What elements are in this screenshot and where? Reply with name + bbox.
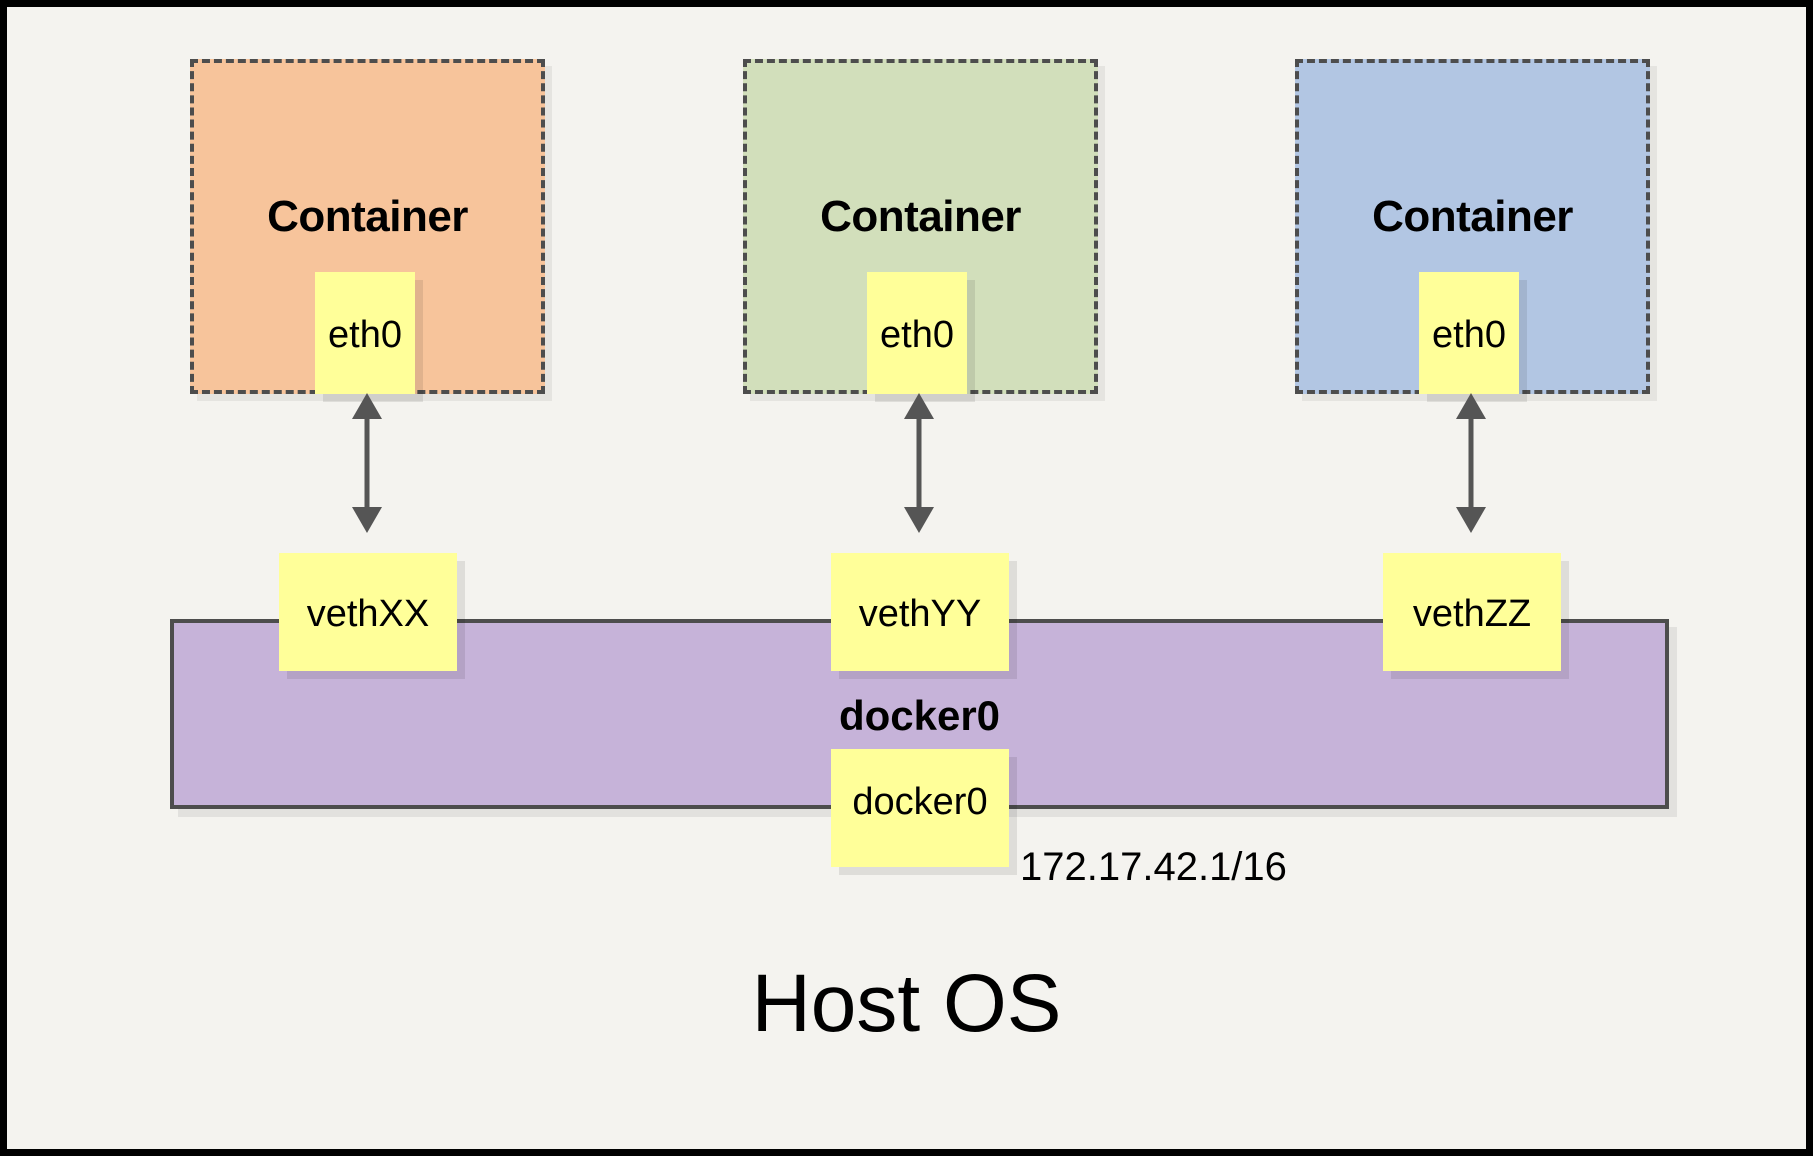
container-title-1: Container xyxy=(267,192,468,241)
veth-note-zz[interactable]: vethZZ xyxy=(1383,553,1561,671)
veth-note-xx[interactable]: vethXX xyxy=(279,553,457,671)
veth-label-yy: vethYY xyxy=(858,593,982,635)
container-title-3: Container xyxy=(1372,192,1573,241)
eth0-label-2: eth0 xyxy=(880,314,954,356)
docker0-interface-label: docker0 xyxy=(852,781,988,823)
veth-label-xx: vethXX xyxy=(306,593,430,635)
eth0-note-1[interactable]: eth0 xyxy=(315,272,415,394)
eth0-label-1: eth0 xyxy=(328,314,402,356)
docker0-ip-address: 172.17.42.1/16 xyxy=(1020,845,1287,889)
container-title-2: Container xyxy=(820,192,1021,241)
eth0-note-2[interactable]: eth0 xyxy=(867,272,967,394)
host-os-label: Host OS xyxy=(751,958,1062,1049)
diagram-canvas: Container eth0 Container eth0 Container … xyxy=(7,7,1806,1149)
docker0-interface-note[interactable]: docker0 xyxy=(831,749,1009,867)
arrow-eth0-to-vethXX xyxy=(352,393,382,533)
arrow-eth0-to-vethZZ xyxy=(1456,393,1486,533)
arrow-eth0-to-vethYY xyxy=(904,393,934,533)
veth-note-yy[interactable]: vethYY xyxy=(831,553,1009,671)
veth-label-zz: vethZZ xyxy=(1412,593,1532,635)
eth0-label-3: eth0 xyxy=(1432,314,1506,356)
eth0-note-3[interactable]: eth0 xyxy=(1419,272,1519,394)
docker0-bridge-label: docker0 xyxy=(838,692,1001,739)
